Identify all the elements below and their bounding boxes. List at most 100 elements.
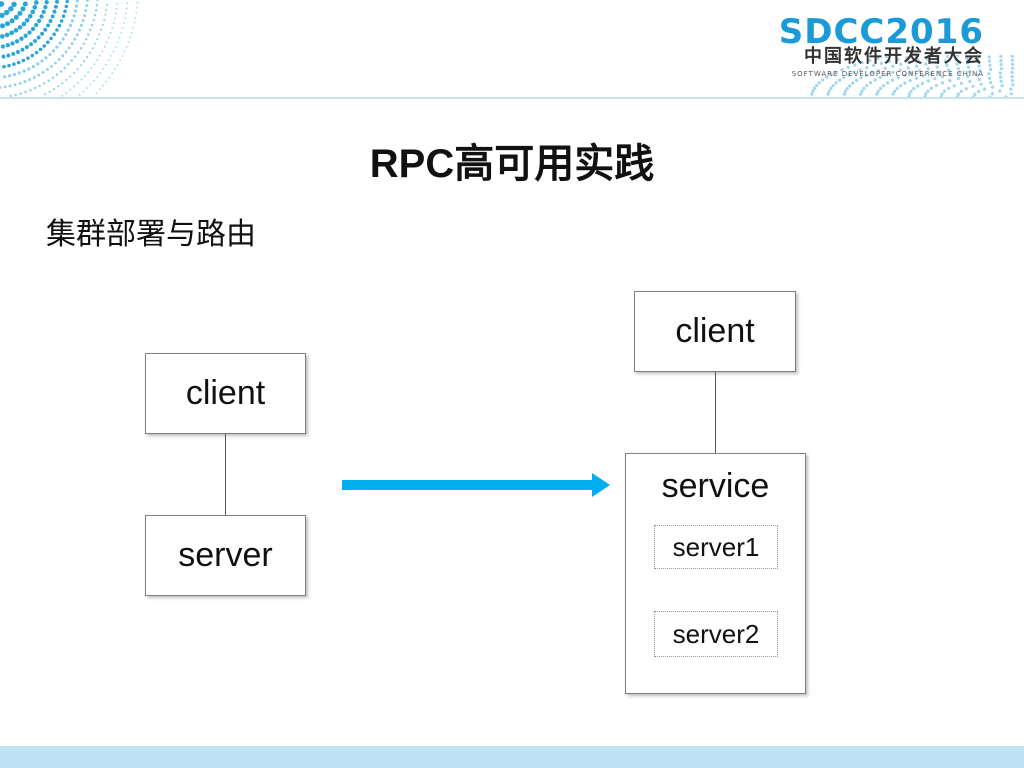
decor-dot: [987, 72, 991, 76]
decor-dot: [41, 9, 46, 15]
decor-dot: [132, 26, 134, 29]
decor-dot: [58, 41, 62, 45]
decor-dot: [104, 13, 107, 16]
decor-dot: [947, 68, 951, 72]
decor-dot: [63, 66, 66, 70]
decor-dot: [853, 63, 857, 67]
decor-dot: [55, 45, 59, 49]
decor-dot: [948, 79, 952, 83]
decor-dot: [57, 85, 60, 88]
decor-dot: [99, 88, 101, 91]
decor-dot: [13, 27, 19, 33]
server2-box: server2: [654, 611, 778, 657]
decor-dot: [952, 84, 956, 88]
decor-dot: [76, 51, 80, 54]
decor-dot: [965, 61, 970, 65]
decor-dot: [82, 42, 85, 46]
decor-dot: [112, 50, 115, 53]
decor-dot: [52, 88, 56, 91]
decor-dot: [101, 23, 104, 26]
decor-dot: [829, 73, 833, 77]
decor-dot: [3, 85, 7, 89]
decor-dot: [895, 86, 899, 91]
decor-dot: [59, 70, 63, 73]
decor-dot: [32, 4, 38, 10]
decor-dot: [21, 21, 27, 27]
decor-dot: [24, 90, 27, 94]
decor-dot: [947, 86, 951, 90]
decor-dot: [125, 12, 127, 14]
decor-dot: [61, 37, 65, 41]
decor-dot: [831, 84, 835, 88]
decor-dot: [61, 54, 65, 58]
decor-dot: [50, 14, 55, 19]
decor-dot: [33, 0, 39, 5]
decor-dot: [82, 90, 85, 93]
decor-dot: [876, 68, 880, 73]
decor-dot: [934, 83, 938, 88]
decor-dot: [988, 63, 992, 67]
decor-dot: [33, 39, 37, 43]
decor-dot: [878, 75, 882, 79]
decor-dot: [46, 23, 50, 28]
decor-dot: [80, 78, 83, 81]
decor-dot: [979, 82, 983, 86]
decor-dot: [896, 57, 900, 61]
decor-dot: [834, 81, 838, 85]
decor-dot: [51, 49, 56, 53]
decor-dot: [39, 14, 44, 19]
decor-dot: [971, 84, 975, 88]
decor-dot: [73, 9, 78, 13]
decor-dot: [929, 86, 933, 90]
decor-dot: [121, 27, 124, 29]
decor-dot: [903, 73, 907, 77]
decor-dot: [912, 87, 916, 91]
decor-dot: [0, 23, 6, 29]
decor-dot: [99, 72, 102, 74]
header-divider: [0, 97, 1024, 99]
decor-dot: [968, 70, 972, 74]
decor-dot: [52, 32, 56, 37]
decor-dot: [915, 64, 919, 68]
decor-dot: [59, 19, 64, 23]
decor-dot: [1009, 92, 1013, 96]
decor-dot: [878, 86, 883, 90]
decor-dot: [965, 57, 969, 61]
decor-dot: [61, 94, 64, 97]
decor-dot: [884, 73, 888, 77]
decor-dot: [135, 12, 137, 14]
decor-dot: [94, 8, 98, 12]
decor-dot: [862, 86, 866, 90]
decor-dot: [38, 47, 43, 52]
slide-subtitle: 集群部署与路由: [46, 217, 256, 252]
decor-dot: [111, 27, 114, 30]
decor-dot: [859, 76, 863, 80]
decor-dot: [46, 40, 50, 45]
decor-dot: [42, 82, 46, 85]
decor-dot: [47, 79, 50, 82]
decor-dot: [131, 31, 133, 34]
decor-dot: [74, 4, 79, 8]
decor-dot: [1010, 74, 1014, 79]
decor-dot: [987, 59, 992, 63]
decor-dot: [17, 10, 23, 16]
decor-dot: [124, 17, 126, 20]
decor-dot: [95, 3, 99, 7]
decor-dot: [114, 68, 116, 70]
decor-dot: [73, 37, 77, 41]
decor-dot: [903, 81, 907, 85]
decor-dot: [79, 46, 83, 50]
decor-dot: [0, 34, 5, 39]
decor-dot: [61, 82, 64, 85]
decor-dot: [79, 23, 83, 27]
decor-dot: [73, 85, 76, 88]
decor-dot: [999, 63, 1003, 67]
decor-dot: [72, 14, 76, 18]
decor-dot: [910, 71, 914, 75]
decor-dot: [77, 28, 81, 32]
decor-dot: [916, 84, 920, 88]
decor-dot: [1010, 62, 1015, 66]
decor-dot: [884, 55, 889, 59]
decor-dot: [53, 4, 58, 9]
decor-dot: [67, 63, 70, 66]
